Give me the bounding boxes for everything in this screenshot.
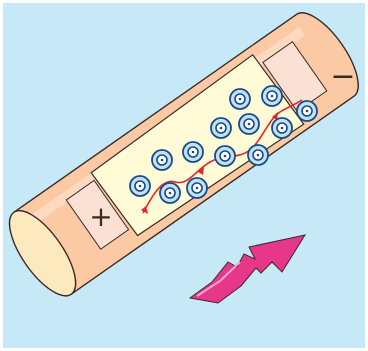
- electron-arrowhead: [272, 112, 278, 120]
- ion-icon: [271, 117, 293, 139]
- electron-arrowhead: [198, 167, 204, 175]
- ion-icon: [296, 100, 318, 122]
- ion-icon: [229, 88, 251, 110]
- positive-sign: +: [89, 200, 112, 233]
- ion-icon: [129, 175, 151, 197]
- ion-icon: [238, 113, 260, 135]
- negative-sign: −: [330, 59, 355, 94]
- ion-icon: [186, 177, 208, 199]
- ion-icon: [261, 85, 283, 107]
- ion-icon: [151, 149, 173, 171]
- ion-icon: [210, 117, 232, 139]
- ion-icon: [159, 182, 181, 204]
- negative-terminal-band: [262, 40, 328, 113]
- ion-icon: [182, 141, 204, 163]
- ion-lattice: [129, 85, 318, 204]
- current-arrow-icon: [188, 234, 307, 304]
- ion-icon: [247, 144, 269, 166]
- cylinder-end-cap: [8, 210, 77, 297]
- ion-icon: [214, 145, 236, 167]
- positive-terminal-band: [65, 179, 130, 250]
- electron-arrowhead: [141, 206, 148, 214]
